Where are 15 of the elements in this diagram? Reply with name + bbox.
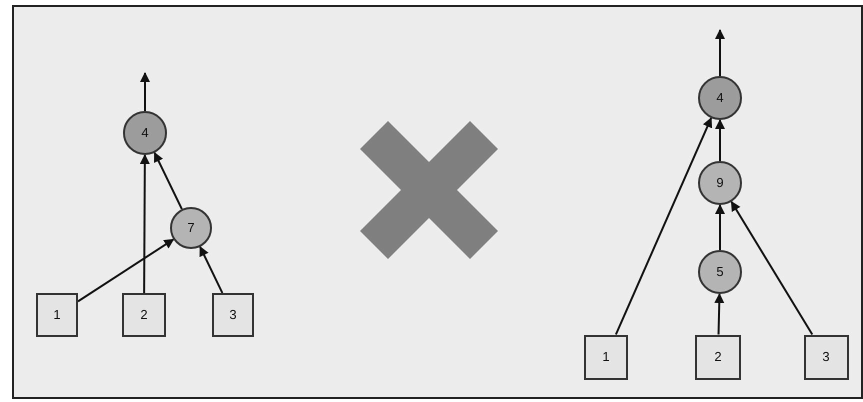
arrow	[140, 72, 150, 111]
arrow	[715, 29, 725, 76]
square-node: 1	[584, 334, 628, 380]
arrow	[715, 119, 725, 161]
square-node: 3	[212, 293, 254, 337]
cross-mark	[360, 121, 498, 259]
arrow	[730, 200, 814, 336]
arrow	[714, 293, 724, 335]
square-node: 2	[695, 334, 741, 380]
square-node: 2	[122, 293, 166, 337]
arrow	[77, 238, 174, 302]
square-node: 3	[804, 334, 848, 380]
square-node: 1	[36, 293, 78, 337]
arrow	[715, 204, 725, 250]
arrow	[140, 154, 150, 293]
